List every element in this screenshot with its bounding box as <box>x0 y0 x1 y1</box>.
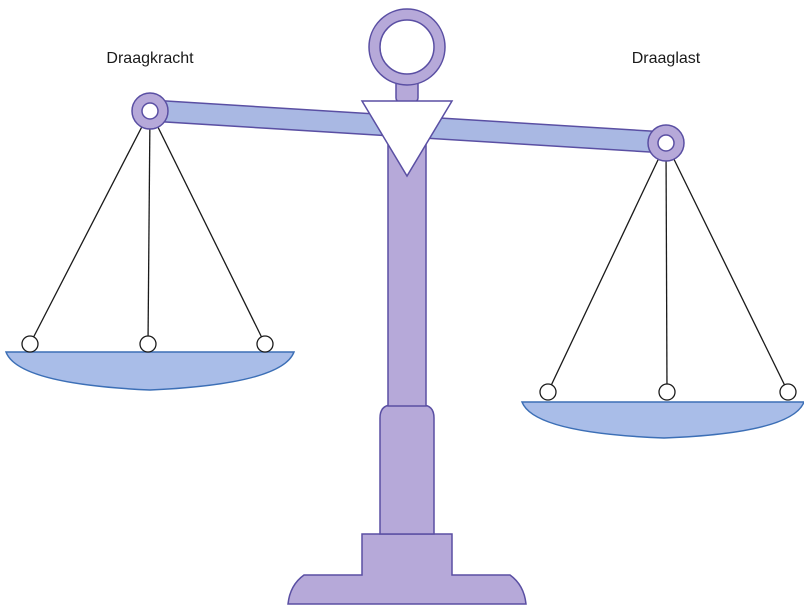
right-beam-ring-hole <box>657 134 675 152</box>
right-pan <box>520 401 804 439</box>
right-hook-3 <box>779 383 797 401</box>
right-pan-strings <box>547 142 789 393</box>
right-hook-1 <box>539 383 557 401</box>
top-ring-hole <box>379 19 435 75</box>
right-pan-hooks <box>539 383 797 401</box>
label-right: Draaglast <box>632 50 701 67</box>
left-beam-ring-hole <box>141 102 159 120</box>
left-hook-1 <box>21 335 39 353</box>
stand-upper-column <box>387 139 427 407</box>
left-hook-3 <box>256 335 274 353</box>
left-pan <box>4 351 296 391</box>
stand-base <box>287 533 527 605</box>
label-left: Draagkracht <box>106 50 194 67</box>
left-hook-2 <box>139 335 157 353</box>
right-hook-2 <box>658 383 676 401</box>
pivot-pointer <box>360 100 454 178</box>
left-pan-strings <box>29 110 266 345</box>
stand-lower-column <box>379 404 435 535</box>
left-pan-hooks <box>21 335 274 353</box>
